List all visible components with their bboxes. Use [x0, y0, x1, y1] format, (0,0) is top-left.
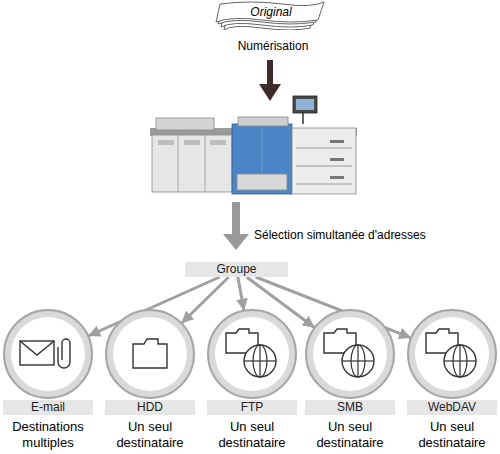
circle-outline	[302, 309, 398, 399]
destination-type: E-mail	[3, 400, 93, 415]
destination-type: FTP	[207, 400, 297, 415]
group-label: Groupe	[185, 262, 288, 277]
destination-type: HDD	[105, 400, 195, 415]
destination-circle: HDD Un seul destinataire	[102, 309, 198, 451]
group-band: Groupe	[185, 262, 288, 277]
destination-type: WebDAV	[407, 400, 497, 415]
destination-circle: E-mailDestinations multiples	[0, 309, 96, 451]
circle-outline	[404, 309, 500, 399]
selection-arrow	[223, 202, 249, 250]
step-label: Numérisation	[223, 39, 323, 54]
destination-count: Un seul destinataire	[404, 419, 500, 451]
destination-count: Destinations multiples	[0, 419, 96, 451]
destination-circle: FTP Un seul destinataire	[204, 309, 300, 451]
circle-outline	[0, 309, 96, 399]
circle-outline	[204, 309, 300, 399]
connector-arrow	[238, 277, 244, 311]
destination-circle: WebDAV Un seul destinataire	[404, 309, 500, 451]
document-stack: Original	[212, 0, 330, 30]
document-label: Original	[212, 5, 330, 19]
circle-outline	[102, 309, 198, 399]
destination-type: SMB	[305, 400, 395, 415]
scan-arrow	[259, 60, 281, 101]
printer-illustration	[150, 96, 357, 194]
destination-circle: SMB Un seul destinataire	[302, 309, 398, 451]
destination-count: Un seul destinataire	[302, 419, 398, 451]
destination-count: Un seul destinataire	[102, 419, 198, 451]
action-label: Sélection simultanée d'adresses	[254, 228, 494, 243]
destination-count: Un seul destinataire	[204, 419, 300, 451]
connector-arrow	[181, 277, 228, 323]
